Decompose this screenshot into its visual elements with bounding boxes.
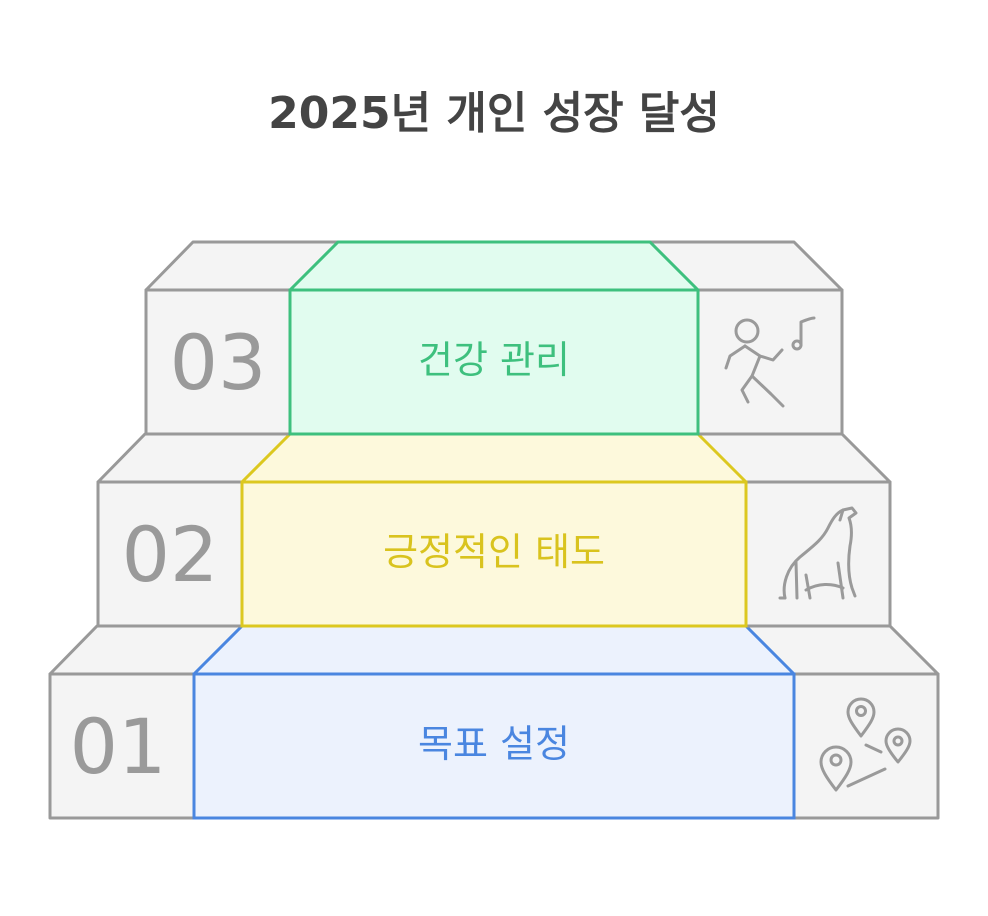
step-01-label: 목표 설정 [418,722,570,766]
step-01-color-panel [192,672,796,820]
dancing-person-music-icon [724,316,816,408]
map-pins-route-icon [819,697,912,792]
step-03-color-top [288,240,700,292]
step-01-number: 01 [70,702,167,791]
step-02: 02 긍정적인 태도 [96,432,892,628]
step-03-label: 건강 관리 [418,338,570,382]
step-03: 03 건강 관리 [144,240,844,436]
step-02-color-top [240,432,748,484]
step-03-number: 03 [170,318,267,407]
step-02-label: 긍정적인 태도 [383,530,605,574]
step-01: 01 목표 설정 [48,624,940,820]
step-02-number: 02 [122,510,219,599]
step-01-color-top [192,624,796,676]
howling-wolf-icon [778,506,858,600]
step-03-color-panel [288,288,700,436]
step-02-color-panel [240,480,748,628]
diagram-title: 2025년 개인 성장 달성 [268,88,720,139]
